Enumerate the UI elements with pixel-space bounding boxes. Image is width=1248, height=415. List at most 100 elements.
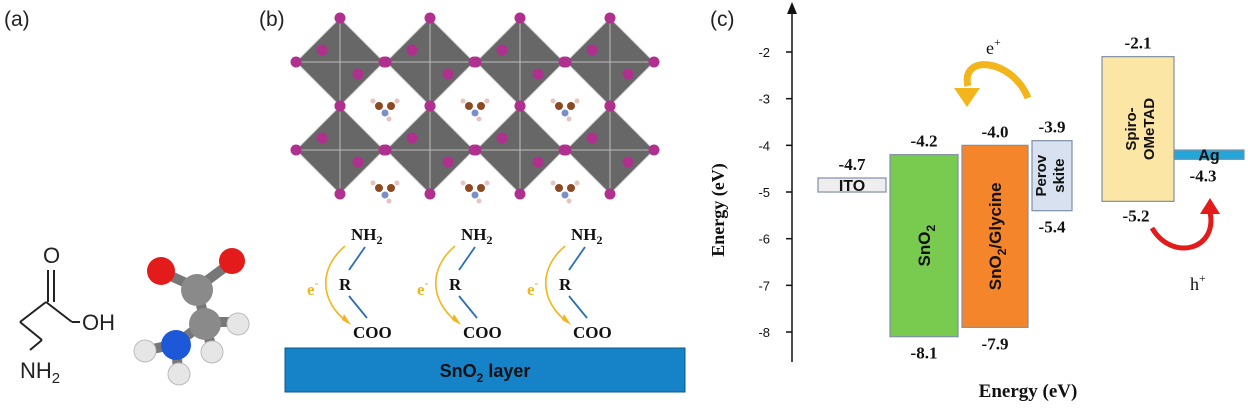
carboxylate-label: COO [353,323,392,342]
sno2-layer-label: SnO2 layer [440,361,531,385]
iodide-atom [352,156,364,168]
layer-name-text: SnO [986,255,1005,290]
oxygen-label: O [43,243,60,268]
r-group-label: R [339,275,352,294]
layer-name-text: SnO [915,232,934,267]
hydrogen-atom [200,340,224,364]
hole-sup: + [1199,271,1206,285]
electron-transfer-arrow [435,245,458,323]
carboxylate-label: COO [573,323,612,342]
iodide-atom [352,68,364,80]
vb-energy-label: -4.3 [1190,166,1217,185]
iodide-atom [290,144,302,156]
amine-group-subscript: 2 [597,233,603,247]
electron-sup: + [994,35,1001,49]
hole-label: h+ [1190,271,1206,294]
amine-group-text: NH [351,225,377,244]
nitrogen-atom [161,330,191,360]
iodide-atom [424,188,436,200]
carbon-atom [181,274,213,306]
iodide-atom [514,100,526,112]
iodide-atom [316,44,328,56]
hydrogen-atom [133,339,157,363]
iodide-atom [496,44,508,56]
panel-c: (c) -2-3-4-5-6-7-8 Energy (eV) Energy (e… [690,0,1248,410]
layer-name: Ag [1198,148,1219,165]
organic-cation [460,98,490,122]
organic-cation [550,98,580,122]
iodide-atom [514,12,526,24]
cb-energy-label: -2.1 [1125,34,1152,53]
hydrogen-atom [167,362,191,386]
y-axis-label: Energy (eV) [708,163,729,256]
electron-arrow-head [452,314,461,325]
iodide-atom [406,132,418,144]
layer-suffix: layer [483,361,530,381]
amine-group-subscript: 2 [487,233,493,247]
iodide-atom [622,156,634,168]
iodide-atom [514,188,526,200]
iodide-atom [532,156,544,168]
y-axis-arrowhead [787,2,797,14]
linker-bond [348,246,366,271]
iodide-atom [424,12,436,24]
linker-bond [568,295,588,319]
layer-name-suffix: /Glycine [986,182,1005,248]
electron-label: e- [307,276,319,299]
energy-layer: -4.3Ag [1173,148,1245,185]
y-tick-label: -5 [758,185,770,200]
electron-label: e- [417,276,429,299]
vb-energy-label: -5.2 [1123,206,1150,225]
electron-transfer-arrow [545,245,568,323]
iodide-atom [380,56,392,68]
panel-b-label: (b) [259,8,285,31]
cb-energy-label: -4.7 [839,155,866,174]
cb-energy-label: -3.9 [1039,118,1066,137]
iodide-atom [604,12,616,24]
hole-text: h [1190,274,1199,294]
organic-cation [370,180,400,204]
ball-stick-model [133,248,250,386]
layer-subscript: 2 [477,371,484,385]
iodide-atom [316,132,328,144]
amine-bond [29,339,43,351]
energy-band [1101,56,1175,202]
amine-group-text: NH [461,225,487,244]
iodide-atom [604,188,616,200]
electron-sup: - [315,276,319,290]
iodide-atom [334,100,346,112]
layer-name: SnO2/Glycine [986,182,1009,290]
electron-transfer-arrow [325,245,348,323]
organic-cation [550,180,580,204]
hole-arrow-head [1200,198,1220,214]
electron-arrow-head [954,88,980,107]
iodide-atom [586,132,598,144]
iodide-atom [470,56,482,68]
electron-text: e [986,38,994,58]
hydroxyl-label: OH [82,310,115,335]
energy-band [1031,140,1073,212]
energy-band [1173,149,1245,160]
cb-energy-label: -4.2 [911,132,938,151]
oxygen-atom [147,257,175,285]
layer-name-subscript: 2 [924,225,938,232]
iodide-atom [470,144,482,156]
energy-band [889,154,959,338]
iodide-atom [334,12,346,24]
linker-bond [568,246,586,271]
electron-text: e [527,280,535,299]
amine-group-label: NH2 [571,225,603,247]
organic-cation [460,180,490,204]
hydrogen-atom [226,312,250,336]
amine-label: NH2 [20,358,60,387]
y-tick-label: -3 [758,92,770,107]
iodide-atom [648,144,660,156]
linker-bond [458,295,478,319]
